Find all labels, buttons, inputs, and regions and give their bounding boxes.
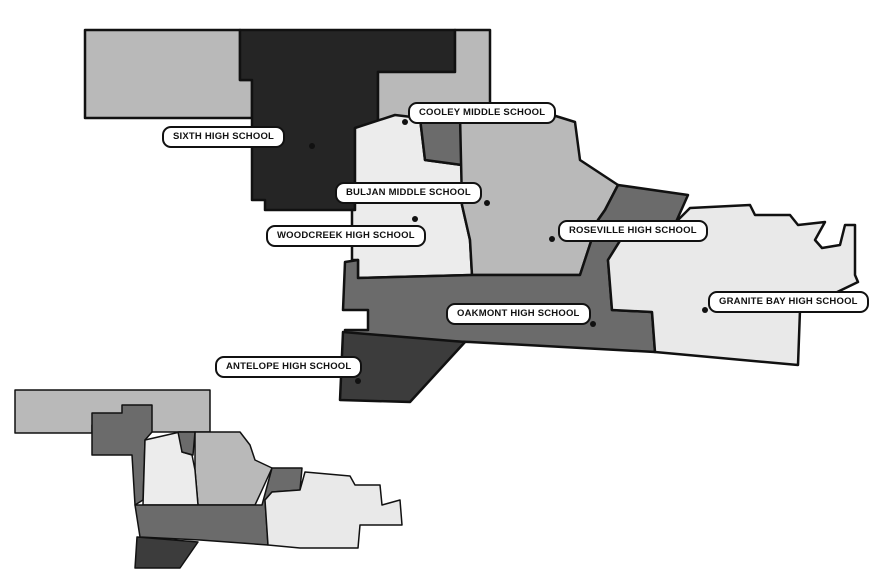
marker-cooley[interactable] xyxy=(402,119,408,125)
marker-granite[interactable] xyxy=(702,307,708,313)
label-woodcreek-high-school[interactable]: WOODCREEK HIGH SCHOOL xyxy=(266,225,426,247)
label-oakmont-high-school[interactable]: OAKMONT HIGH SCHOOL xyxy=(446,303,591,325)
inset-zone-antelope xyxy=(134,536,199,569)
inset-zone-granite xyxy=(264,471,403,549)
label-antelope-high-school[interactable]: ANTELOPE HIGH SCHOOL xyxy=(215,356,363,378)
main-map xyxy=(83,28,860,404)
zone-sixth-west[interactable] xyxy=(83,28,254,120)
marker-woodcreek[interactable] xyxy=(412,216,418,222)
label-roseville-high-school[interactable]: ROSEVILLE HIGH SCHOOL xyxy=(558,220,708,242)
marker-oakmont[interactable] xyxy=(590,321,596,327)
zone-granite-bay[interactable] xyxy=(606,203,860,367)
label-sixth-high-school[interactable]: SIXTH HIGH SCHOOL xyxy=(162,126,286,148)
inset-map xyxy=(14,389,403,569)
label-granite-bay-high-school[interactable]: GRANITE BAY HIGH SCHOOL xyxy=(708,291,869,313)
marker-antelope[interactable] xyxy=(355,378,361,384)
marker-roseville[interactable] xyxy=(549,236,555,242)
label-buljan-middle-school[interactable]: BULJAN MIDDLE SCHOOL xyxy=(335,182,482,204)
marker-sixth[interactable] xyxy=(309,143,315,149)
inset-zone-roseville xyxy=(194,431,273,506)
school-markers xyxy=(309,119,708,384)
label-cooley-middle-school[interactable]: COOLEY MIDDLE SCHOOL xyxy=(408,102,557,124)
marker-buljan[interactable] xyxy=(484,200,490,206)
inset-zone-buljan xyxy=(177,431,196,456)
